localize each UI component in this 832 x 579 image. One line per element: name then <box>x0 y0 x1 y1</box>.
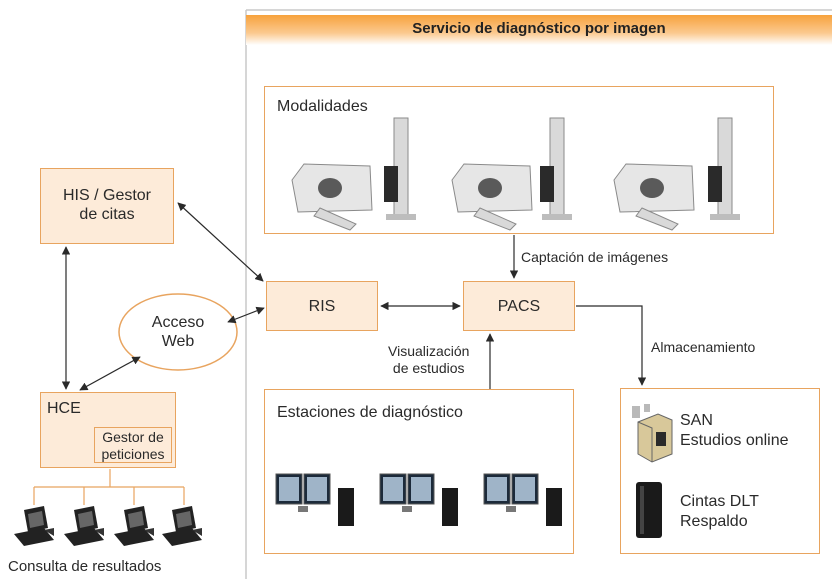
san-storage-icon <box>632 404 673 463</box>
his-label: HIS / Gestor de citas <box>62 187 152 223</box>
almacenamiento-label: Almacenamiento <box>651 339 756 355</box>
computer-terminal-icon <box>114 506 154 546</box>
estaciones-box: Estaciones de diagnóstico <box>264 389 574 554</box>
service-header: Servicio de diagnóstico por imagen <box>246 15 832 45</box>
ct-scanner-icon <box>291 163 373 231</box>
diagnostic-workstation-icon <box>379 473 458 526</box>
diagnostic-workstation-icon <box>275 473 354 526</box>
xray-stand-icon <box>384 117 416 220</box>
his-box: HIS / Gestor de citas <box>40 168 174 244</box>
san-label: SAN Estudios online <box>680 412 789 449</box>
ct-scanner-icon <box>451 163 533 231</box>
acceso-web-label: Acceso Web <box>151 314 205 350</box>
edge-web-ris <box>227 306 265 324</box>
edge-his-ris <box>177 202 264 282</box>
gestor-peticiones-label: Gestor de peticiones <box>101 429 165 462</box>
pacs-label: PACS <box>497 298 541 315</box>
hce-box: HCE Gestor de peticiones <box>40 392 176 468</box>
computer-terminal-icon <box>64 506 104 546</box>
xray-stand-icon <box>540 117 572 220</box>
service-title: Servicio de diagnóstico por imagen <box>412 20 666 37</box>
computer-terminal-icon <box>162 506 202 546</box>
diagnostic-workstation-icon <box>483 473 562 526</box>
ct-scanner-icon <box>613 163 695 231</box>
edge-pacs-storage <box>576 305 647 386</box>
estaciones-label: Estaciones de diagnóstico <box>277 404 463 421</box>
computer-terminal-icon <box>14 506 54 546</box>
gestor-peticiones-box: Gestor de peticiones <box>94 427 172 463</box>
xray-stand-icon <box>708 117 740 220</box>
hce-label: HCE <box>47 400 81 417</box>
pacs-box: PACS <box>463 281 575 331</box>
ris-label: RIS <box>308 298 336 315</box>
visualizacion-label: Visualización de estudios <box>388 343 470 376</box>
edge-hce-web <box>79 356 141 391</box>
modalidades-label: Modalidades <box>277 98 368 115</box>
dlt-tape-icon <box>636 482 662 538</box>
captacion-label: Captación de imágenes <box>521 249 669 265</box>
consulta-label: Consulta de resultados <box>8 558 162 575</box>
cintas-label: Cintas DLT Respaldo <box>680 493 759 530</box>
ris-box: RIS <box>266 281 378 331</box>
